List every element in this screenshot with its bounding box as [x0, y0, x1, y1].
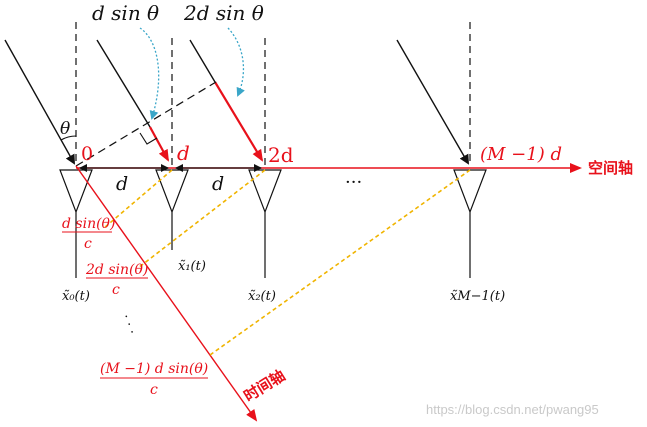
right-angle-mark: [139, 132, 158, 145]
angle-label: θ: [60, 119, 70, 139]
path-diff-label-1: d sin θ: [92, 1, 159, 25]
projection-line-2: [137, 169, 266, 269]
projection-line-m: [209, 169, 471, 356]
delay-2-denominator: c: [112, 282, 120, 298]
pos-label-0: 0: [81, 143, 93, 165]
ray-1: [96, 39, 151, 128]
antenna-2: [248, 169, 282, 278]
delay-1-numerator: d sin(θ): [62, 216, 115, 232]
ray-m: [396, 39, 469, 165]
teal-pointer-1: [139, 27, 160, 120]
delay-m-denominator: c: [150, 382, 158, 398]
delay-m-numerator: (M −1) d sin(θ): [100, 361, 208, 377]
projection-lines: [103, 169, 471, 356]
pos-label-2d: 2d: [268, 143, 294, 167]
fraction-bars: [62, 231, 208, 379]
projection-line-1: [103, 169, 173, 229]
signal-label-0: x̃₀(t): [62, 289, 90, 304]
antenna-0: [59, 169, 93, 278]
teal-pointer-2: [227, 27, 245, 97]
time-axis: [75, 165, 258, 422]
ellipsis: ···: [345, 172, 362, 193]
spacing-label-2: d: [212, 173, 224, 195]
normal-lines: [75, 22, 471, 166]
ray-2: [189, 39, 216, 83]
ray-0: [4, 39, 75, 165]
path-difference-segments: [149, 81, 264, 162]
signal-label-2: x̃₂(t): [248, 289, 276, 304]
delay-1-denominator: c: [84, 236, 92, 252]
antenna-m: [453, 169, 487, 278]
path-diff-label-2: 2d sin θ: [183, 1, 264, 25]
incident-rays: [4, 39, 469, 165]
path-diff-segment-1: [149, 126, 169, 162]
signal-label-1: x̃₁(t): [178, 259, 206, 274]
antenna-1: [155, 169, 189, 250]
pos-label-d: d: [177, 141, 190, 165]
spacing-label-1: d: [116, 173, 128, 195]
watermark: https://blog.csdn.net/pwang95: [426, 402, 599, 417]
delay-2-numerator: 2d sin(θ): [85, 262, 148, 278]
angle-arc: [60, 135, 77, 141]
space-axis-label: 空间轴: [588, 159, 633, 177]
delay-dots: · · ·: [118, 312, 139, 337]
time-axis-label: 时间轴: [241, 366, 289, 405]
pos-label-last: (M −1) d: [480, 144, 562, 165]
signal-label-m: x̃M−1(t): [450, 289, 505, 304]
path-diff-segment-2: [214, 81, 264, 162]
wavefront-line: [75, 81, 217, 167]
